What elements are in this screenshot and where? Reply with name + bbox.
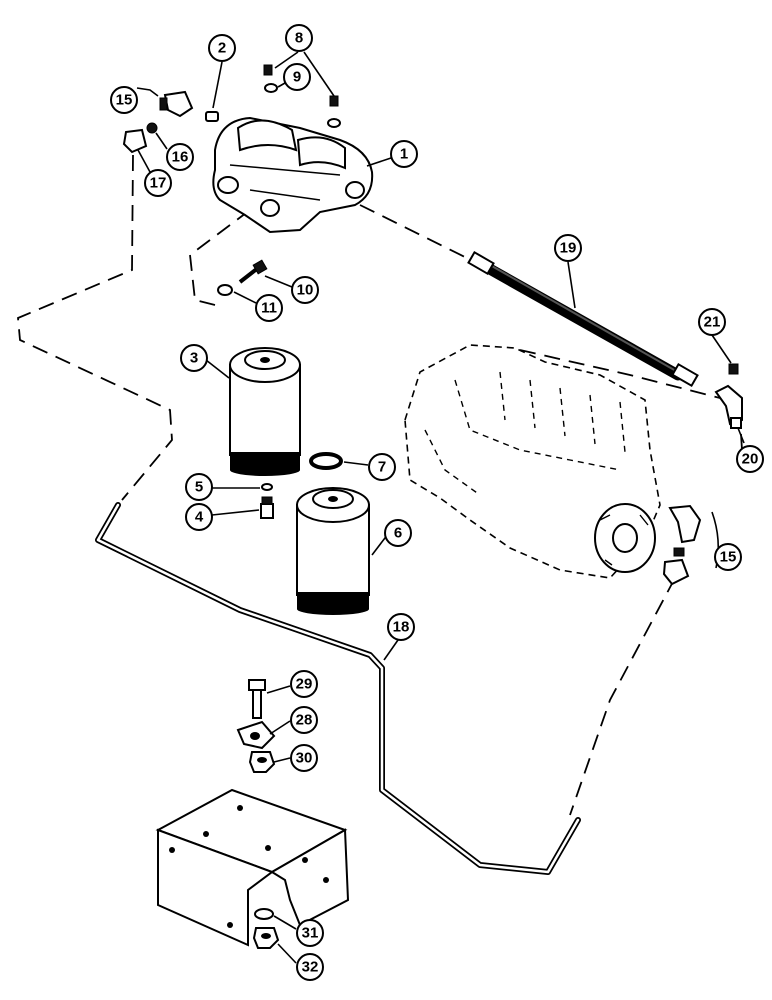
elbow-fitting-right [662, 504, 702, 586]
washer-31 [254, 908, 274, 920]
svg-text:29: 29 [296, 676, 313, 693]
svg-text:7: 7 [378, 459, 386, 476]
nut-16 [146, 122, 158, 134]
svg-text:32: 32 [302, 959, 319, 976]
nut-32 [252, 927, 280, 949]
svg-text:11: 11 [261, 300, 277, 317]
fuel-line-18 [95, 502, 581, 875]
svg-text:30: 30 [296, 750, 313, 767]
callout-20: 20 [736, 445, 764, 473]
callout-1: 1 [390, 140, 418, 168]
callout-4: 4 [185, 503, 213, 531]
callout-21: 21 [698, 308, 726, 336]
plug-2 [205, 111, 219, 122]
callout-19: 19 [554, 234, 582, 262]
svg-text:3: 3 [190, 350, 198, 367]
fuel-hose-19 [467, 250, 699, 388]
svg-text:6: 6 [394, 525, 402, 542]
clip-28 [236, 720, 276, 750]
svg-text:15: 15 [720, 549, 737, 566]
callout-5: 5 [185, 473, 213, 501]
callout-15-top: 15 [110, 86, 138, 114]
svg-text:2: 2 [218, 40, 226, 57]
svg-text:19: 19 [560, 240, 577, 257]
svg-text:28: 28 [296, 712, 313, 729]
callout-28: 28 [290, 706, 318, 734]
bolt-29 [248, 679, 266, 719]
drain-plug-4 [260, 496, 274, 519]
svg-text:9: 9 [293, 69, 301, 86]
mounting-bracket [155, 788, 350, 947]
svg-text:20: 20 [742, 451, 759, 468]
svg-text:10: 10 [297, 282, 314, 299]
o-ring-5 [261, 483, 273, 491]
callout-18: 18 [387, 613, 415, 641]
svg-text:21: 21 [704, 314, 721, 331]
seal-ring-7 [309, 452, 343, 470]
callout-32: 32 [296, 953, 324, 981]
fuel-filter-3 [229, 347, 301, 476]
callout-15-right: 15 [714, 543, 742, 571]
callout-3: 3 [180, 344, 208, 372]
svg-text:18: 18 [393, 619, 410, 636]
callout-11: 11 [255, 294, 283, 322]
nut-30 [248, 751, 276, 773]
callout-6: 6 [384, 519, 412, 547]
washer-11 [217, 284, 233, 296]
bolt-10 [238, 259, 268, 284]
callout-31: 31 [296, 919, 324, 947]
svg-text:17: 17 [150, 175, 167, 192]
washer-9-a [264, 83, 278, 93]
callout-16: 16 [166, 143, 194, 171]
svg-text:5: 5 [195, 479, 203, 496]
callout-29: 29 [290, 670, 318, 698]
svg-text:16: 16 [172, 149, 189, 166]
callout-17: 17 [144, 169, 172, 197]
callout-2: 2 [208, 34, 236, 62]
callout-30: 30 [290, 744, 318, 772]
washer-9-b [327, 118, 341, 128]
nut-17 [122, 128, 148, 154]
svg-text:8: 8 [295, 30, 303, 47]
svg-text:4: 4 [195, 509, 204, 526]
filter-head [212, 116, 374, 234]
callout-8: 8 [285, 24, 313, 52]
leader-lines [136, 51, 745, 964]
svg-text:15: 15 [116, 92, 133, 109]
callout-10: 10 [291, 276, 319, 304]
elbow-fitting-20 [714, 384, 743, 429]
callout-7: 7 [368, 453, 396, 481]
elbow-fitting-top [159, 90, 194, 118]
plug-21 [728, 363, 739, 375]
svg-text:1: 1 [400, 146, 408, 163]
callout-9: 9 [283, 63, 311, 91]
fuel-filter-6 [296, 487, 370, 615]
fuel-injection-pump [404, 344, 661, 579]
svg-text:31: 31 [302, 925, 319, 942]
